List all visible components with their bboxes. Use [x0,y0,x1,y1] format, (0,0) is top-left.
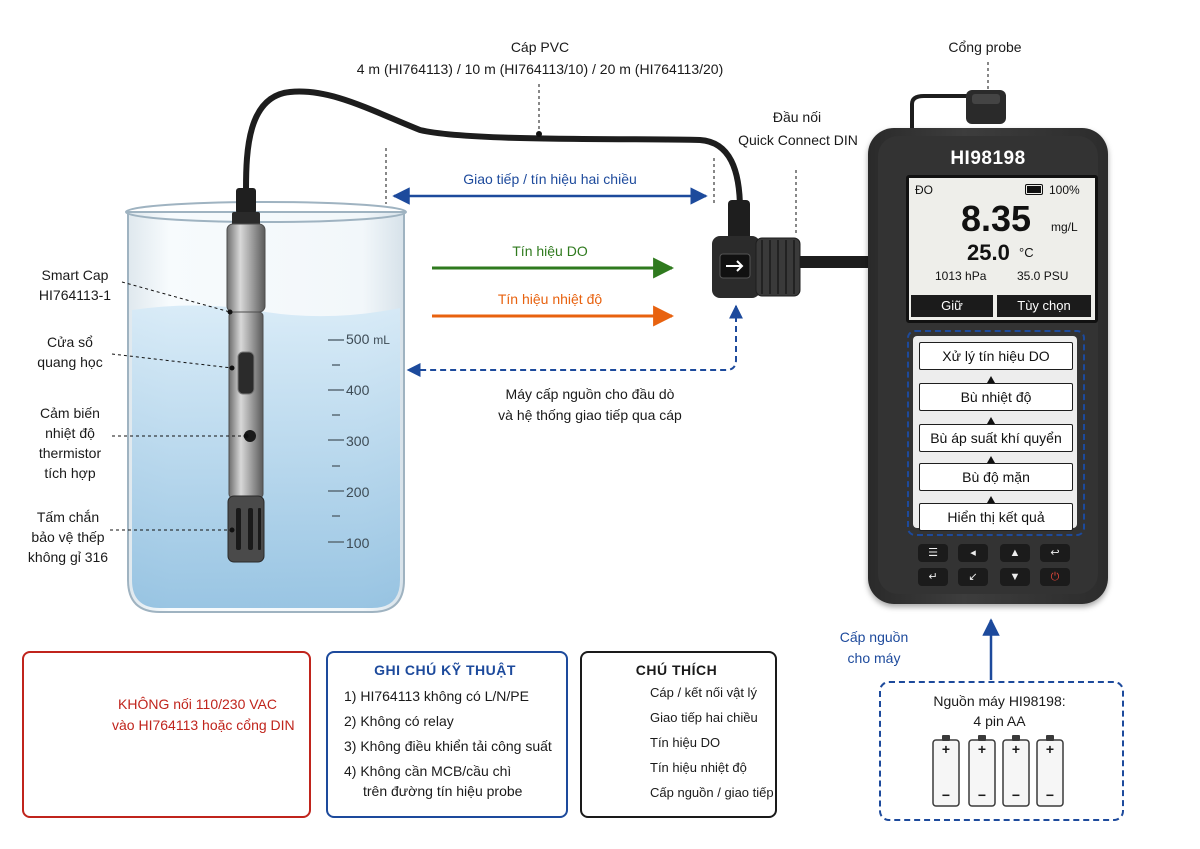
bidirectional-label: Giao tiếp / tín hiệu hai chiều [463,171,637,187]
beaker-tick-300: 300 [346,433,370,449]
screen-do-value: 8.35 [961,198,1032,239]
softkey-left[interactable]: Giữ [911,295,993,317]
sensor-label-1: Cảm biến [40,405,100,421]
beaker-tick-500: 500 mL [346,331,390,347]
legend-item-cable: Cáp / kết nối vật lý [650,685,757,700]
power-icon[interactable]: ⏻ [1040,568,1070,586]
cable-title: Cáp PVC [510,39,570,55]
power-label-2: và hệ thống giao tiếp qua cáp [498,407,682,423]
window-label-2: quang học [37,354,103,370]
sensor-label-4: tích hợp [44,465,96,481]
step-pressure-compensation: Bù áp suất khí quyển [919,424,1073,452]
screen-do-unit: mg/L [1051,220,1078,234]
battery-plus-1: + [941,741,951,757]
screen-salinity: 35.0 PSU [1017,269,1069,283]
window-label-1: Cửa sổ [47,334,93,350]
battery-minus-1: − [941,787,951,803]
tech-notes-title: GHI CHÚ KỸ THUẬT [374,662,516,678]
power-dashed-arrow [406,304,743,377]
return-icon[interactable]: ↩ [1040,544,1070,562]
power-source-box [879,681,1124,821]
tech-note-4-cont: trên đường tín hiệu probe [363,783,523,799]
din-connector [712,200,801,298]
down-left-icon[interactable]: ↙ [958,568,988,586]
step-display-result: Hiển thị kết quả [919,503,1073,531]
smart-cap-label-2: HI764113-1 [38,287,112,303]
battery-minus-4: − [1045,787,1055,803]
cable-lengths: 4 m (HI764113) / 10 m (HI764113/10) / 20… [356,61,724,77]
processing-steps-frame [907,330,1085,536]
battery-minus-2: − [977,787,987,803]
screen-pressure: 1013 hPa [935,269,987,283]
meter-power-label-1: Cấp nguồn [839,629,909,645]
shield-label-3: không gỉ 316 [27,549,109,565]
do-signal-label: Tín hiệu DO [512,243,588,259]
beaker-tick-400: 400 [346,382,370,398]
screen-mode: ĐO [915,183,933,197]
beaker-tick-100: 100 [346,535,370,551]
battery-minus-3: − [1011,787,1021,803]
tech-note-4: 4) Không cần MCB/cầu chì [344,763,512,779]
battery-plus-3: + [1011,741,1021,757]
battery-plus-2: + [977,741,987,757]
warning-box [22,651,311,818]
connector-label-1: Đầu nối [772,109,822,125]
warning-line-1: KHÔNG nối 110/230 VAC [118,696,278,712]
legend-item-temp: Tín hiệu nhiệt độ [650,760,747,775]
screen-battery: 100% [1049,183,1080,197]
meter-screen: ĐO 100% 8.35 mg/L 25.0 °C 1013 hPa 35.0 … [906,175,1098,323]
legend-item-power: Cấp nguồn / giao tiếp [650,785,774,800]
legend-item-do: Tín hiệu DO [650,735,721,750]
smart-cap-label-1: Smart Cap [41,267,109,283]
tech-notes-box [326,651,568,818]
beaker-tick-200: 200 [346,484,370,500]
sensor-label-3: thermistor [38,445,102,461]
legend-item-bidirectional: Giao tiếp hai chiều [650,710,758,725]
power-source-title-1: Nguồn máy HI98198: [933,693,1066,709]
softkey-right[interactable]: Tùy chọn [997,295,1091,317]
step-do-processing: Xử lý tín hiệu DO [919,342,1073,370]
down-icon[interactable]: ▼ [1000,568,1030,586]
pvc-cable [243,88,743,241]
probe-port-label: Cổng probe [948,39,1022,55]
power-label-1: Máy cấp nguồn cho đầu dò [505,386,675,402]
power-source-title-2: 4 pin AA [973,713,1026,729]
tech-note-1: 1) HI764113 không có L/N/PE [344,688,529,704]
tech-note-2: 2) Không có relay [344,713,454,729]
beaker [125,201,407,613]
shield-label-1: Tấm chắn [36,509,100,525]
screen-temp-unit: °C [1019,245,1034,260]
temp-signal-label: Tín hiệu nhiệt độ [497,291,603,307]
up-icon[interactable]: ▲ [1000,544,1030,562]
warning-line-2: vào HI764113 hoặc cổng DIN [112,717,295,733]
enter-icon[interactable]: ↵ [918,568,948,586]
menu-icon[interactable]: ☰ [918,544,948,562]
connector-label-2: Quick Connect DIN [738,132,858,148]
battery-plus-4: + [1045,741,1055,757]
tech-note-3: 3) Không điều khiển tải công suất [344,738,552,754]
step-temp-compensation: Bù nhiệt độ [919,383,1073,411]
shield-label-2: bảo vệ thếp [31,529,105,545]
battery-icon [1025,184,1043,195]
meter-model: HI98198 [950,148,1026,169]
meter-power-label-2: cho máy [847,650,901,666]
screen-temp-value: 25.0 [967,240,1010,265]
do-probe [226,188,266,563]
sensor-label-2: nhiệt độ [45,425,95,441]
legend-box [580,651,777,818]
legend-title: CHÚ THÍCH [635,662,718,678]
left-icon[interactable]: ◂ [958,544,988,562]
step-salinity-compensation: Bù độ mặn [919,463,1073,491]
